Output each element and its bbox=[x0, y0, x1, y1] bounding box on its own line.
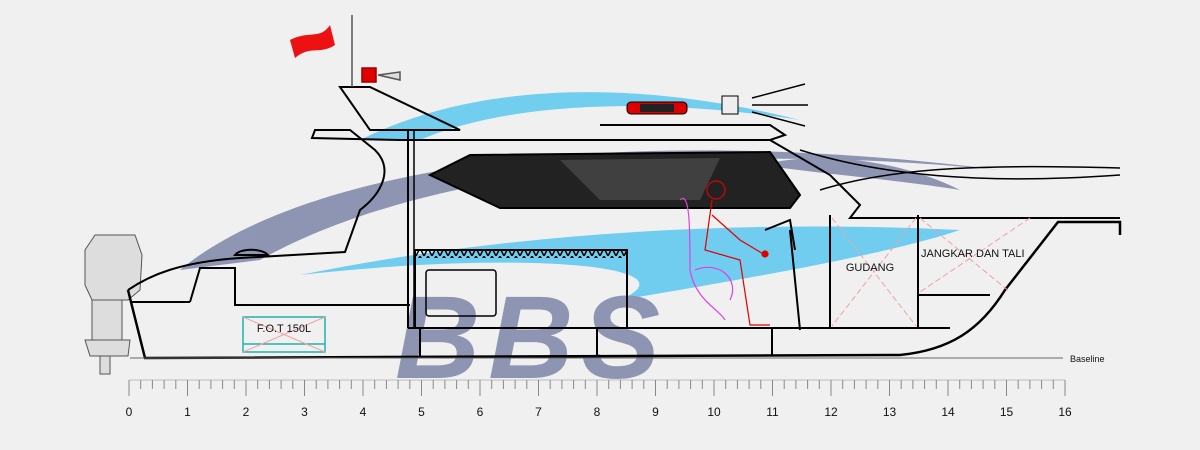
scale-tick-label: 3 bbox=[301, 405, 308, 419]
scale-tick-label: 9 bbox=[652, 405, 659, 419]
scale-tick-label: 2 bbox=[243, 405, 250, 419]
watermark-text: BBS bbox=[395, 272, 668, 404]
scale-tick-label: 4 bbox=[360, 405, 367, 419]
anchor-store-label: JANGKAR DAN TALI bbox=[921, 248, 1025, 260]
cleat-icon bbox=[233, 248, 271, 256]
scale-tick-label: 14 bbox=[941, 405, 955, 419]
searchlight-beams bbox=[751, 83, 808, 127]
scale-tick-label: 16 bbox=[1058, 405, 1072, 419]
watermark-swoosh-grey bbox=[180, 150, 1000, 270]
baseline-label: Baseline bbox=[1070, 354, 1105, 364]
scale-tick-label: 12 bbox=[824, 405, 838, 419]
compartment-crosses bbox=[831, 217, 1031, 327]
storage-label: GUDANG bbox=[846, 262, 894, 274]
outboard-engine-icon bbox=[84, 234, 143, 375]
scale-tick-label: 7 bbox=[535, 405, 542, 419]
watermark-swoosh-grey-2 bbox=[760, 158, 960, 190]
scale-tick-label: 5 bbox=[418, 405, 425, 419]
scale-tick-label: 8 bbox=[594, 405, 601, 419]
light-bar-grille bbox=[640, 104, 674, 112]
scale-tick-label: 10 bbox=[707, 405, 721, 419]
hatched-bench bbox=[415, 250, 627, 258]
fuel-tank-label: F.O.T 150L bbox=[257, 323, 311, 335]
mast bbox=[351, 15, 401, 87]
watermark-swoosh-blue-top bbox=[360, 92, 800, 140]
scale-tick-label: 15 bbox=[1000, 405, 1014, 419]
scale-tick-label: 6 bbox=[477, 405, 484, 419]
fuel-tank: F.O.T 150L bbox=[242, 316, 326, 353]
beacon-light-icon bbox=[361, 67, 377, 83]
window-reflection bbox=[560, 158, 720, 200]
helmsman-figure bbox=[679, 180, 796, 326]
scale-tick-label: 0 bbox=[126, 405, 133, 419]
searchlight-icon bbox=[721, 95, 739, 115]
scale-tick-label: 1 bbox=[184, 405, 191, 419]
scale-tick-label: 13 bbox=[883, 405, 897, 419]
flag-icon bbox=[290, 25, 335, 58]
scale-tick-label: 11 bbox=[766, 405, 779, 419]
hull bbox=[126, 86, 1122, 360]
